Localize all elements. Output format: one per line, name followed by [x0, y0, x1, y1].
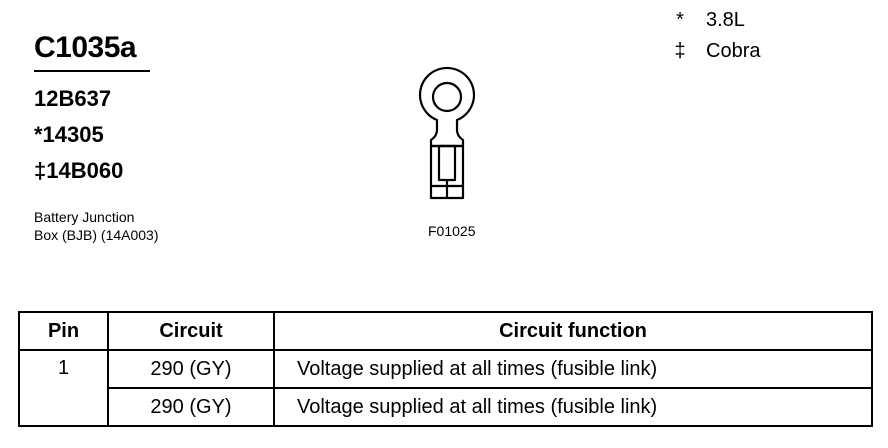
description-line: Box (BJB) (14A003): [34, 227, 159, 243]
circuit-function-cell: Voltage supplied at all times (fusible l…: [273, 387, 873, 427]
part-number: *14305: [34, 122, 104, 147]
ring-terminal-icon: [418, 66, 476, 200]
pin-cell: 1: [18, 349, 109, 427]
legend-symbol: *: [676, 9, 684, 31]
connector-title: C1035a: [34, 31, 137, 64]
legend-label: 3.8L: [706, 9, 745, 31]
circuit-cell: 290 (GY): [107, 349, 275, 389]
header-pin: Pin: [18, 311, 109, 351]
table-row: 290 (GY) Voltage supplied at all times (…: [19, 387, 873, 427]
circuit-cell: 290 (GY): [107, 387, 275, 427]
pinout-table: Pin Circuit Circuit function 1 290 (GY) …: [18, 311, 873, 427]
connector-description: Battery Junction Box (BJB) (14A003): [34, 208, 159, 244]
legend-symbol: ‡: [674, 40, 686, 62]
table-header-row: Pin Circuit Circuit function: [18, 311, 873, 351]
title-underline: [34, 70, 150, 72]
header-circuit: Circuit: [107, 311, 275, 351]
part-number: ‡14B060: [34, 158, 124, 183]
circuit-function-cell: Voltage supplied at all times (fusible l…: [273, 349, 873, 389]
description-line: Battery Junction: [34, 209, 135, 225]
header-circuit-function: Circuit function: [273, 311, 873, 351]
legend-label: Cobra: [706, 40, 761, 62]
table-row: 1 290 (GY) Voltage supplied at all times…: [18, 349, 873, 427]
figure-code: F01025: [428, 223, 476, 239]
part-number: 12B637: [34, 86, 112, 111]
